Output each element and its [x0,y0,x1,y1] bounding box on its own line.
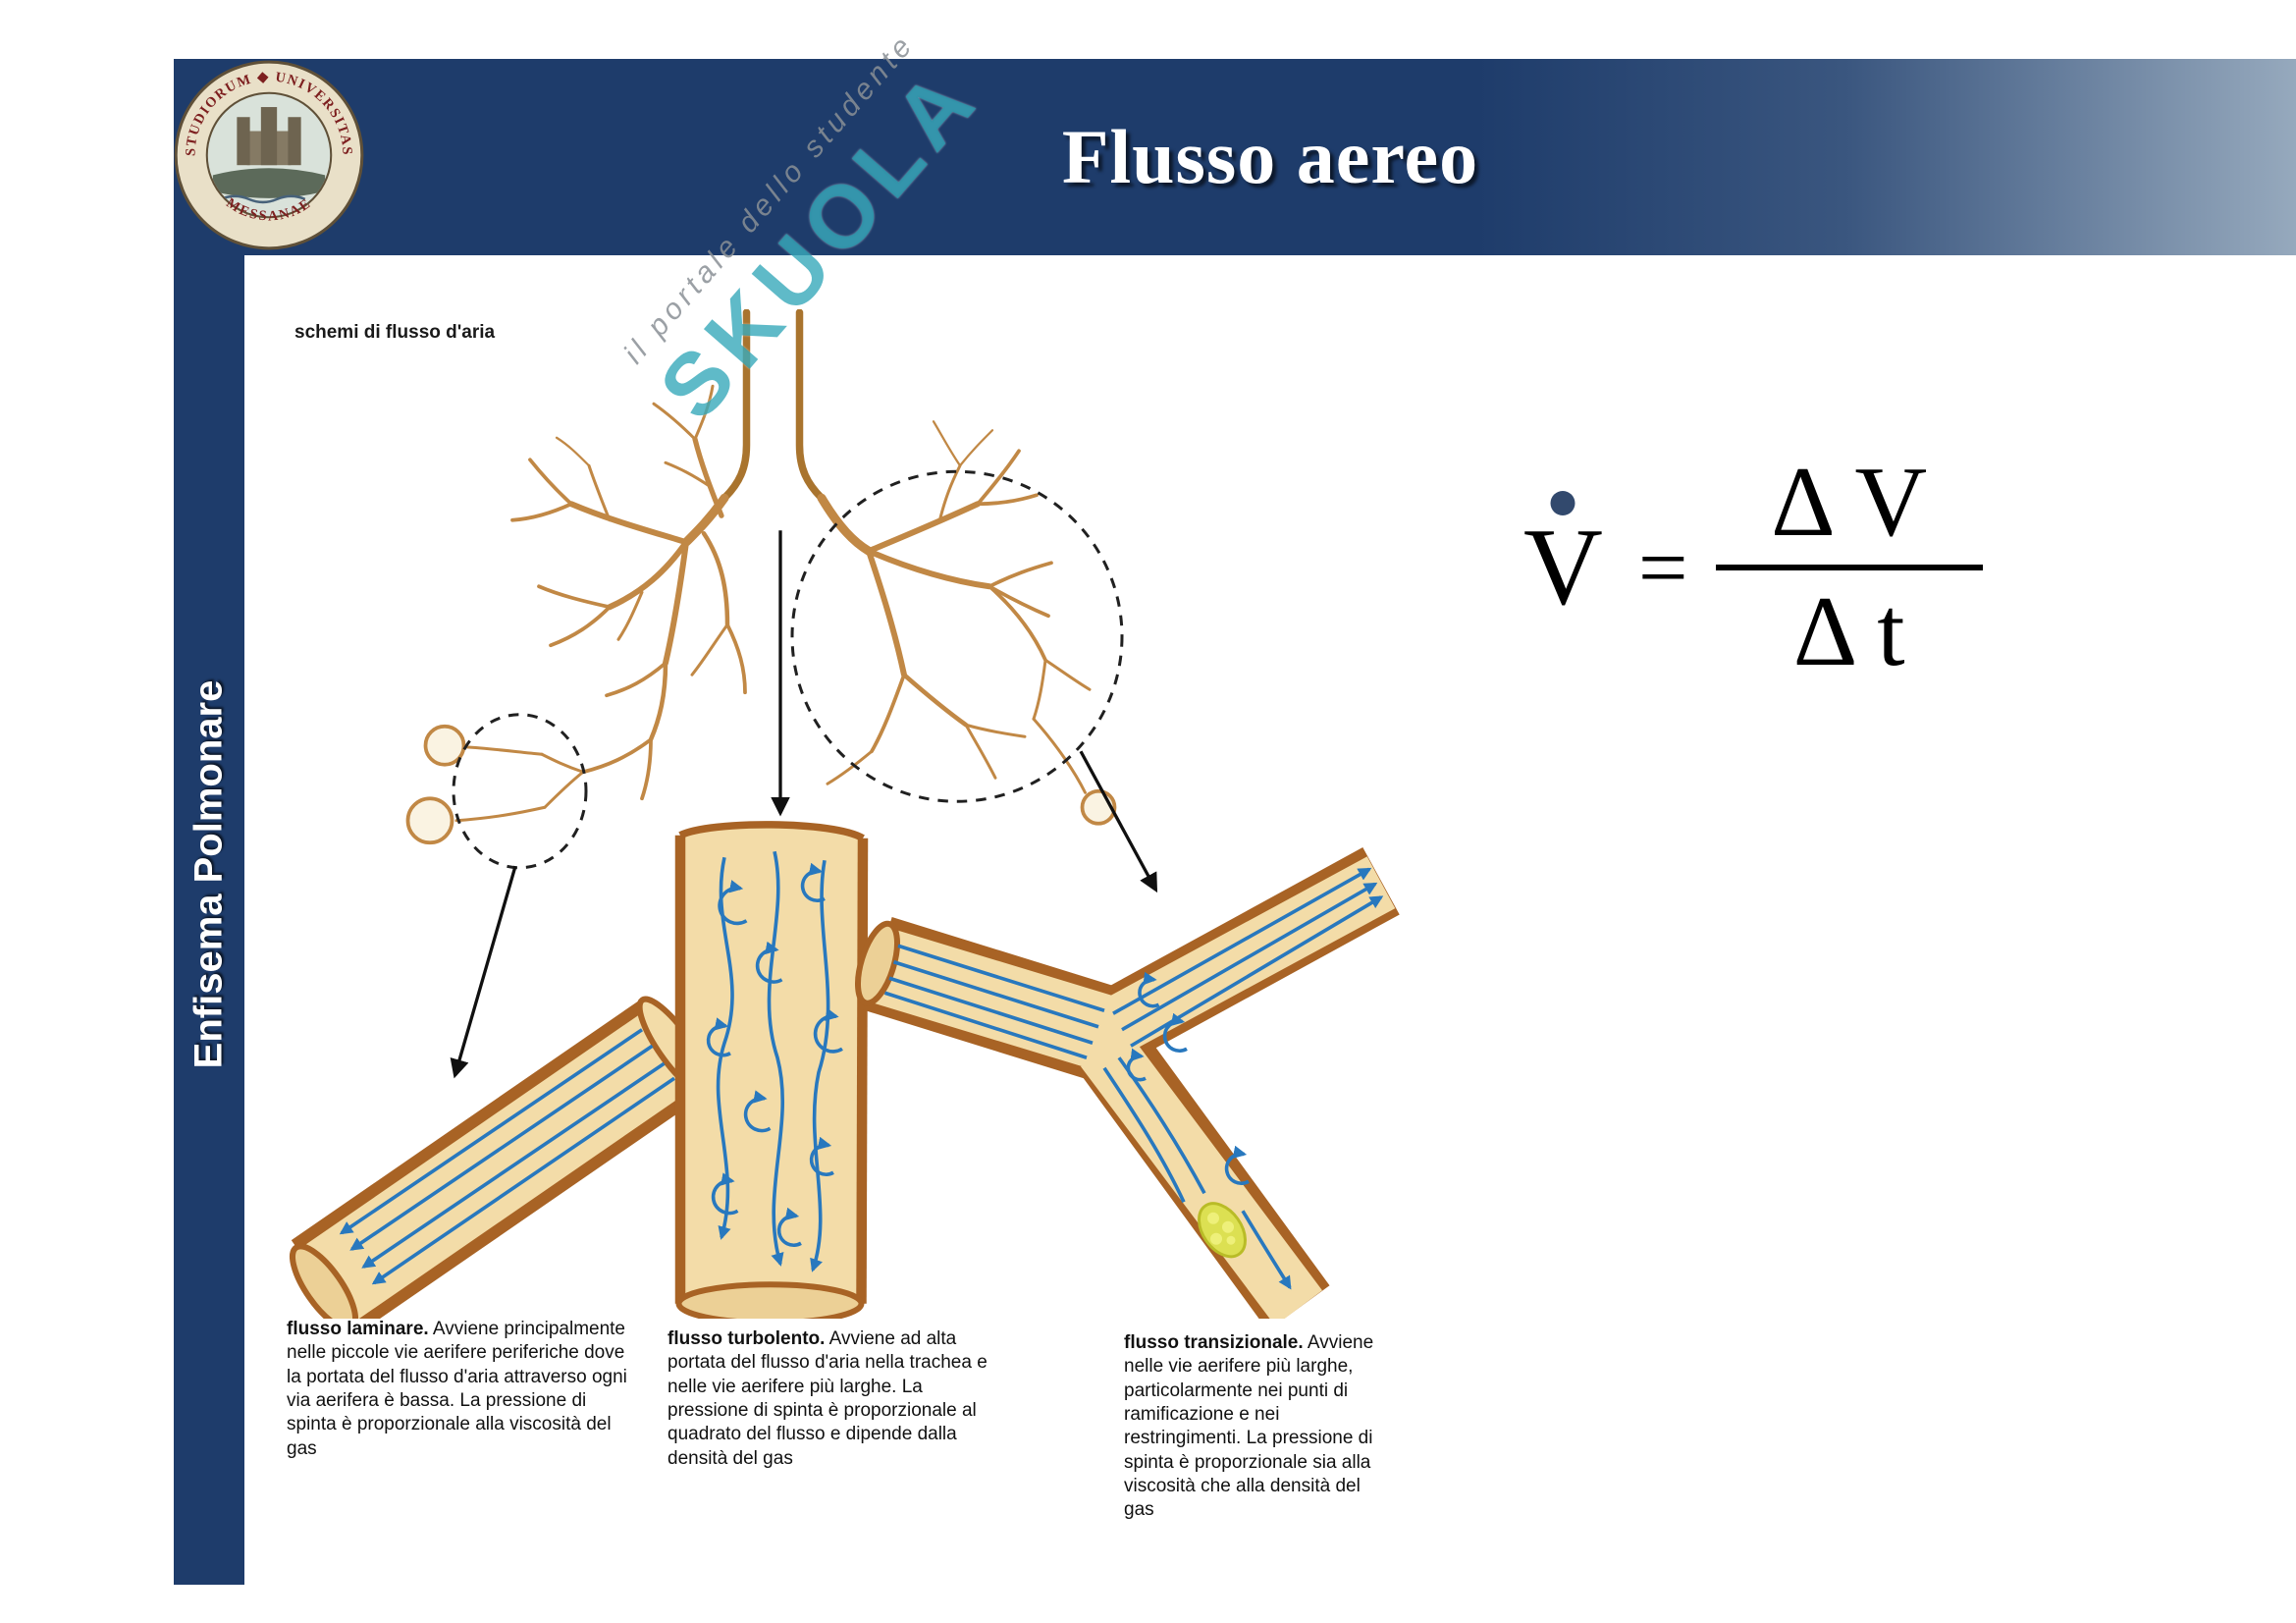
dashed-highlight-regions [452,469,1124,870]
dashed-circle-large-airways [790,469,1124,803]
header-band: Flusso aereo [244,59,2296,255]
fraction-bar [1715,565,1983,571]
alveolus-icon [423,724,466,767]
mucus-plug [1198,1202,1247,1259]
sidebar-title: Enfisema Polmonare [174,609,244,1139]
arrow-to-transitional-tube [1079,750,1158,893]
laminar-flow-lines [339,1028,676,1285]
arrow-to-laminar-tube [450,865,517,1079]
caption-turbulent-lead: flusso turbolento. [667,1328,826,1349]
formula-fraction: Δ V Δ t [1715,447,1983,688]
bronchial-tree [405,309,1117,845]
university-seal: STUDIORUM ◆ UNIVERSITAS MESSANAE [174,60,364,250]
caption-turbulent: flusso turbolento. Avviene ad alta porta… [667,1327,991,1471]
sidebar-bar [174,59,244,1585]
flow-formula: V = Δ V Δ t [1523,447,1983,688]
laminar-tube [290,996,713,1319]
turbulent-tube [674,821,869,1319]
formula-dot-icon [1550,491,1575,516]
formula-numerator: Δ V [1771,447,1928,558]
caption-transitional: flusso transizionale. Avviene nelle vie … [1124,1331,1391,1523]
transitional-tube [855,847,1400,1319]
seal-castle-scene [212,107,326,204]
formula-variable-letter: V [1523,507,1603,629]
caption-transitional-body: Avviene nelle vie aerifere più larghe, p… [1124,1332,1374,1521]
formula-variable: V [1523,491,1603,622]
caption-laminar-body: Avviene principalmente nelle piccole vie… [287,1319,627,1459]
pointer-arrows [450,530,1158,1079]
formula-denominator: Δ t [1792,576,1905,688]
formula-equals: = [1637,518,1688,617]
turbulent-flow-lines [706,850,843,1272]
caption-transitional-lead: flusso transizionale. [1124,1332,1304,1353]
page-title: Flusso aereo [1061,114,1479,199]
dashed-circle-small-airways [452,713,588,870]
figure-label: schemi di flusso d'aria [294,322,496,343]
caption-laminar: flusso laminare. Avviene principalmente … [287,1318,628,1461]
transitional-flow-lines [883,867,1384,1290]
caption-turbulent-body: Avviene ad alta portata del flusso d'ari… [667,1328,988,1469]
sidebar-title-text: Enfisema Polmonare [187,679,231,1068]
alveolus-icon [405,796,454,845]
airflow-figure [290,309,1400,1319]
caption-laminar-lead: flusso laminare. [287,1319,429,1339]
